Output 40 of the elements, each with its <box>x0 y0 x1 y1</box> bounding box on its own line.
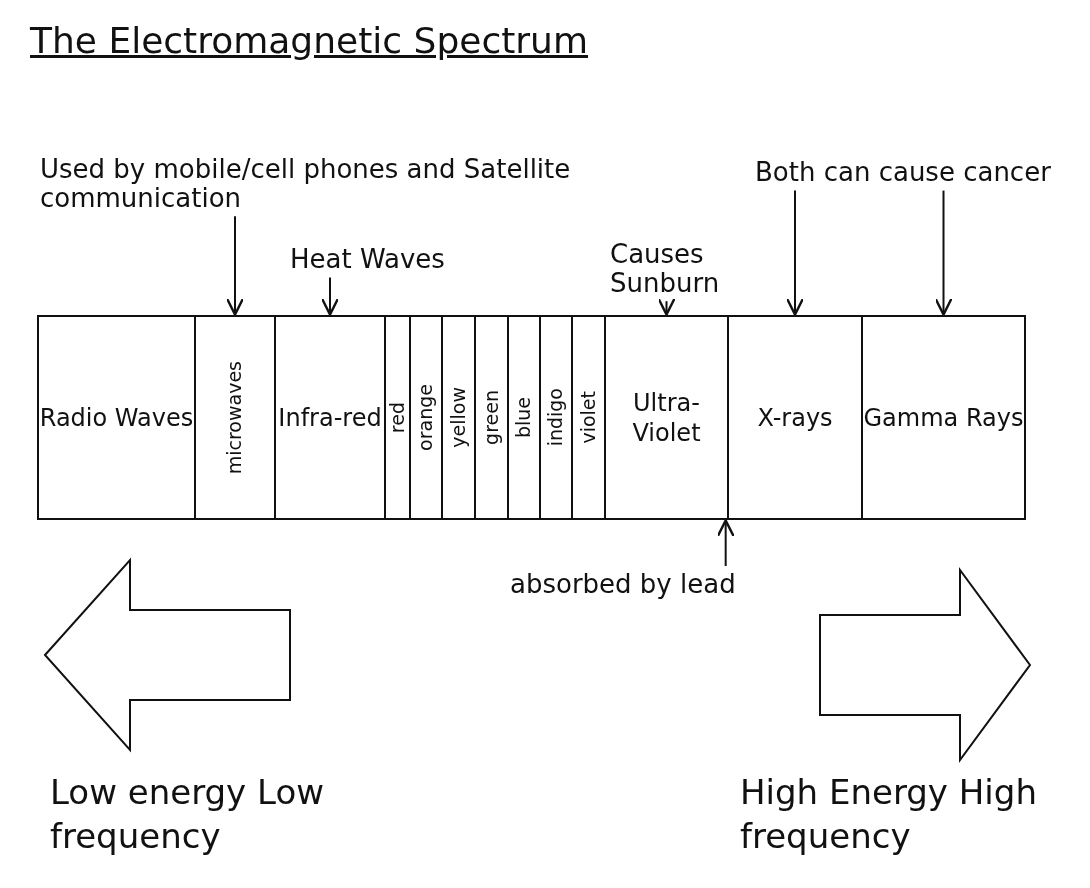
band-segment <box>384 315 411 520</box>
band-label: Infra-red <box>278 402 382 433</box>
band-label: Ultra-Violet <box>631 387 702 448</box>
arrow <box>320 276 340 316</box>
band-segment <box>604 315 729 520</box>
band-label: blue <box>512 396 536 439</box>
band-label: green <box>479 390 503 445</box>
band-segment <box>539 315 573 520</box>
note-text: High Energy High frequency <box>740 771 1038 859</box>
band-label: Gamma Rays <box>863 402 1024 433</box>
band-segment <box>861 315 1026 520</box>
band-label: Radio Waves <box>39 402 194 433</box>
band-label: orange <box>414 384 438 451</box>
band-label: microwaves <box>223 360 247 475</box>
arrow <box>934 189 953 316</box>
title-text: The Electromagnetic Spectrum <box>30 20 588 61</box>
arrow <box>225 215 245 316</box>
annotation-text: Used by mobile/cell phones and Satellite communication <box>40 155 640 213</box>
band-label: red <box>385 401 409 434</box>
band-label: X-rays <box>757 402 833 433</box>
band-label: yellow <box>446 387 470 448</box>
band-segment <box>727 315 863 520</box>
band-segment <box>194 315 276 520</box>
band-segment <box>571 315 606 520</box>
note-text: Low energy Low frequency <box>50 771 325 859</box>
arrow <box>785 189 805 316</box>
arrow <box>657 297 676 316</box>
band-segment <box>441 315 476 520</box>
arrow <box>716 519 735 567</box>
band-segment <box>409 315 443 520</box>
annotation-text: absorbed by lead <box>510 570 736 599</box>
band-label: violet <box>576 391 600 444</box>
band-segment <box>274 315 386 520</box>
band-segment <box>507 315 541 520</box>
band-segment <box>37 315 196 520</box>
annotation-text: Causes Sunburn <box>610 240 770 298</box>
band-label: indigo <box>544 388 568 447</box>
annotation-text: Both can cause cancer <box>755 158 1051 187</box>
band-segment <box>474 315 509 520</box>
annotation-text: Heat Waves <box>290 245 445 274</box>
